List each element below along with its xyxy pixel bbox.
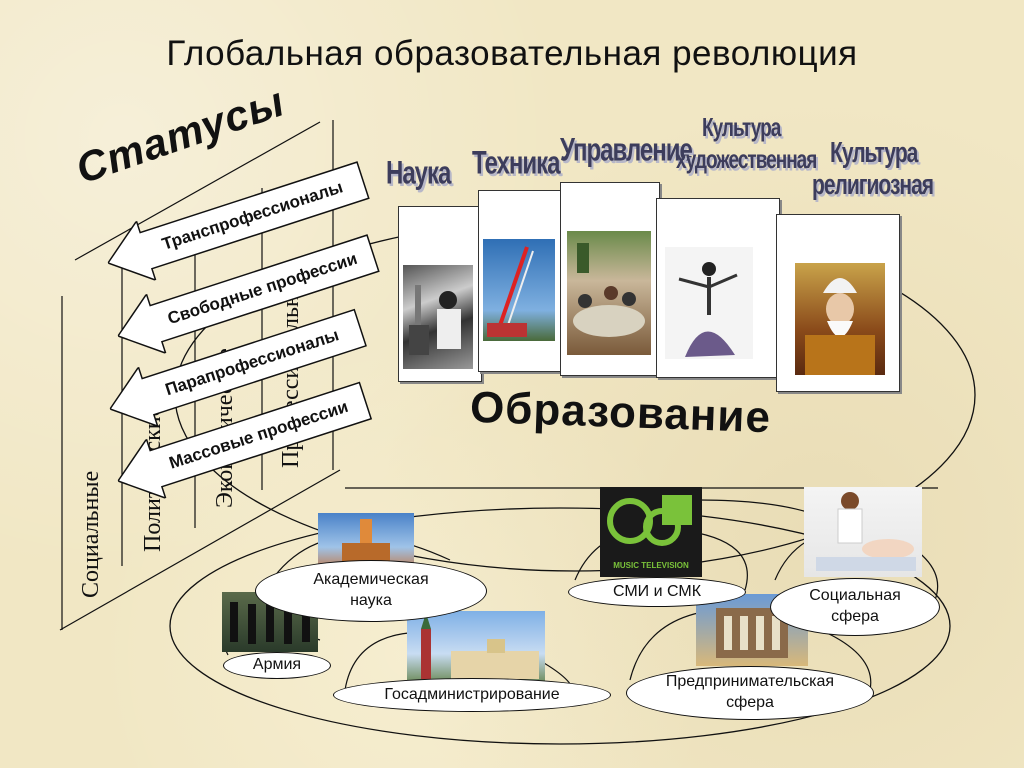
card-management [560, 182, 660, 376]
arrow-paraprofessionals: Парапрофессионалы [100, 298, 371, 439]
social-sphere-photo [804, 487, 922, 577]
academic-science-line2: наука [350, 592, 392, 609]
art-culture-photo [665, 247, 753, 359]
business-sphere-line2: сфера [726, 694, 774, 711]
card-religion-culture [776, 214, 900, 392]
media-label: СМИ и СМК [612, 582, 702, 600]
management-photo [567, 231, 651, 355]
science-photo [403, 265, 473, 369]
religion-culture-photo [795, 263, 885, 375]
government-label: Госадминистрирование [384, 685, 560, 703]
card-science [398, 206, 482, 382]
oval-social-sphere: Социальная сфера [770, 578, 940, 636]
sphere-management: Управление [560, 132, 693, 169]
sphere-religion-culture-1: Культура [830, 137, 918, 169]
oval-academic-science: Академическая наука [255, 560, 487, 622]
sphere-technology: Техника [472, 145, 560, 182]
arrow-transprofessionals: Транспрофессионалы [98, 150, 374, 292]
sphere-art-culture-1: Культура [702, 114, 781, 143]
card-technology [478, 190, 564, 372]
sphere-science: Наука [386, 155, 451, 192]
slide-title: Глобальная образовательная революция [166, 34, 858, 73]
technology-photo [483, 239, 555, 341]
business-sphere-line1: Предпринимательская [665, 673, 835, 691]
arrow-free-professions: Свободные профессии [108, 223, 384, 365]
oval-media: СМИ и СМК [568, 577, 746, 607]
oval-army: Армия [223, 652, 331, 679]
government-photo [407, 611, 545, 689]
social-sphere-line2: сфера [831, 608, 879, 625]
oval-business-sphere: Предпринимательская сфера [626, 666, 874, 720]
tv-logo-text: MUSIC TELEVISION [613, 561, 689, 570]
column-social: Социальные [78, 470, 104, 598]
education-label: Образование [469, 382, 772, 443]
media-logo: MUSIC TELEVISION [600, 487, 702, 577]
academic-science-line1: Академическая [313, 571, 429, 589]
sphere-art-culture-2: художественная [676, 146, 817, 175]
card-art-culture [656, 198, 780, 378]
sphere-religion-culture-2: религиозная [812, 169, 934, 201]
arrow-mass-professions: Массовые профессии [108, 371, 376, 511]
army-label: Армия [252, 656, 302, 674]
oval-government: Госадминистрирование [333, 678, 611, 712]
social-sphere-line1: Социальная [809, 587, 901, 605]
